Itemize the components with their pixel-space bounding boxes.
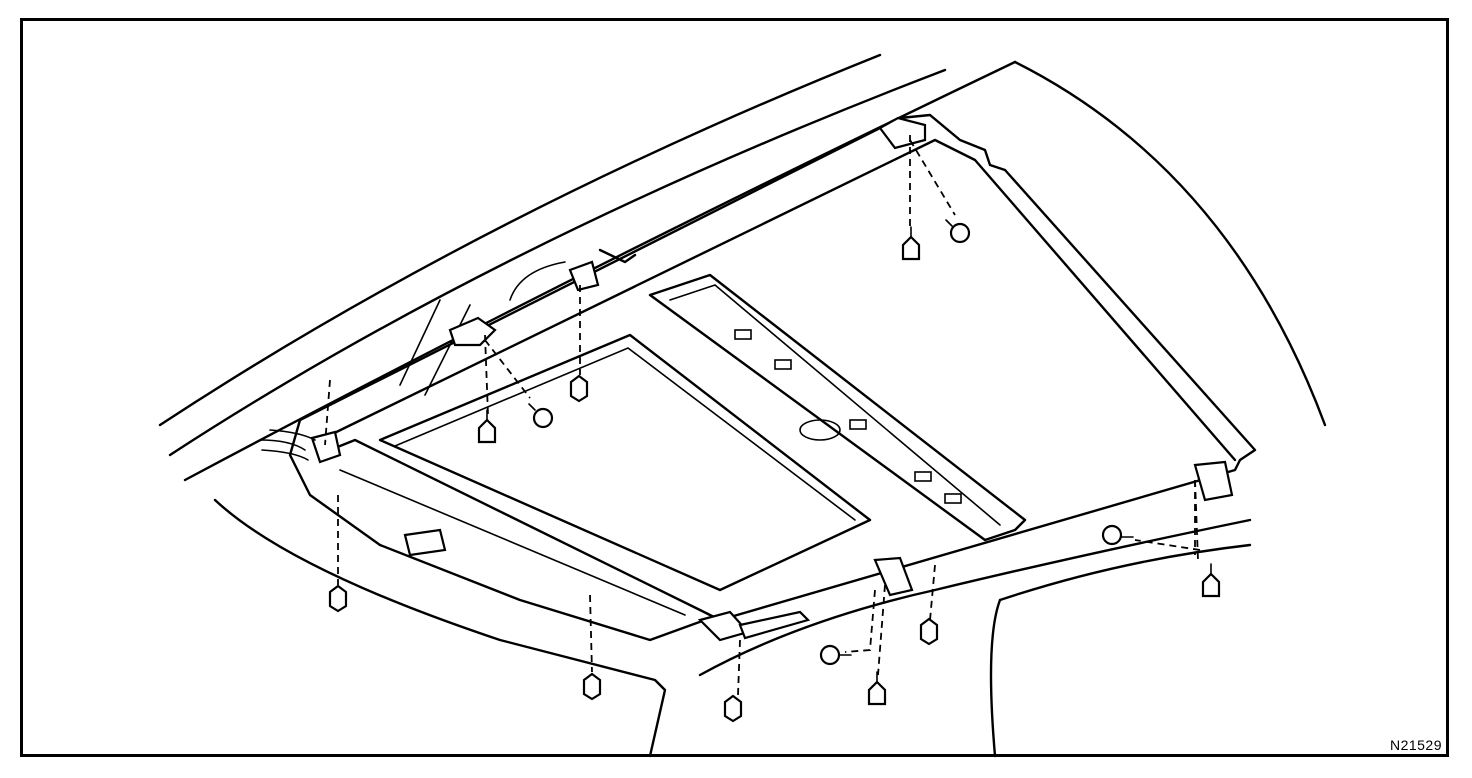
nut — [328, 584, 348, 613]
mounting-brackets — [310, 116, 1234, 642]
bolt — [1101, 524, 1134, 546]
bolt — [901, 226, 921, 261]
wire-harness — [259, 429, 316, 461]
nut — [582, 672, 602, 701]
nut — [919, 617, 939, 646]
figure-code: N21529 — [1389, 737, 1442, 753]
nut — [723, 694, 743, 723]
nut — [569, 374, 589, 403]
fasteners — [328, 219, 1221, 723]
bolt — [819, 644, 852, 666]
bolt — [477, 409, 497, 444]
bolt — [945, 219, 971, 244]
figure-frame — [20, 18, 1449, 757]
bolt — [528, 403, 554, 429]
bolt — [867, 671, 887, 706]
center-bracket — [648, 273, 1027, 542]
roof-opening — [378, 333, 872, 592]
installation-lines — [324, 135, 1201, 696]
sunroof-housing-frame — [288, 113, 1257, 642]
bolt — [1201, 563, 1221, 598]
